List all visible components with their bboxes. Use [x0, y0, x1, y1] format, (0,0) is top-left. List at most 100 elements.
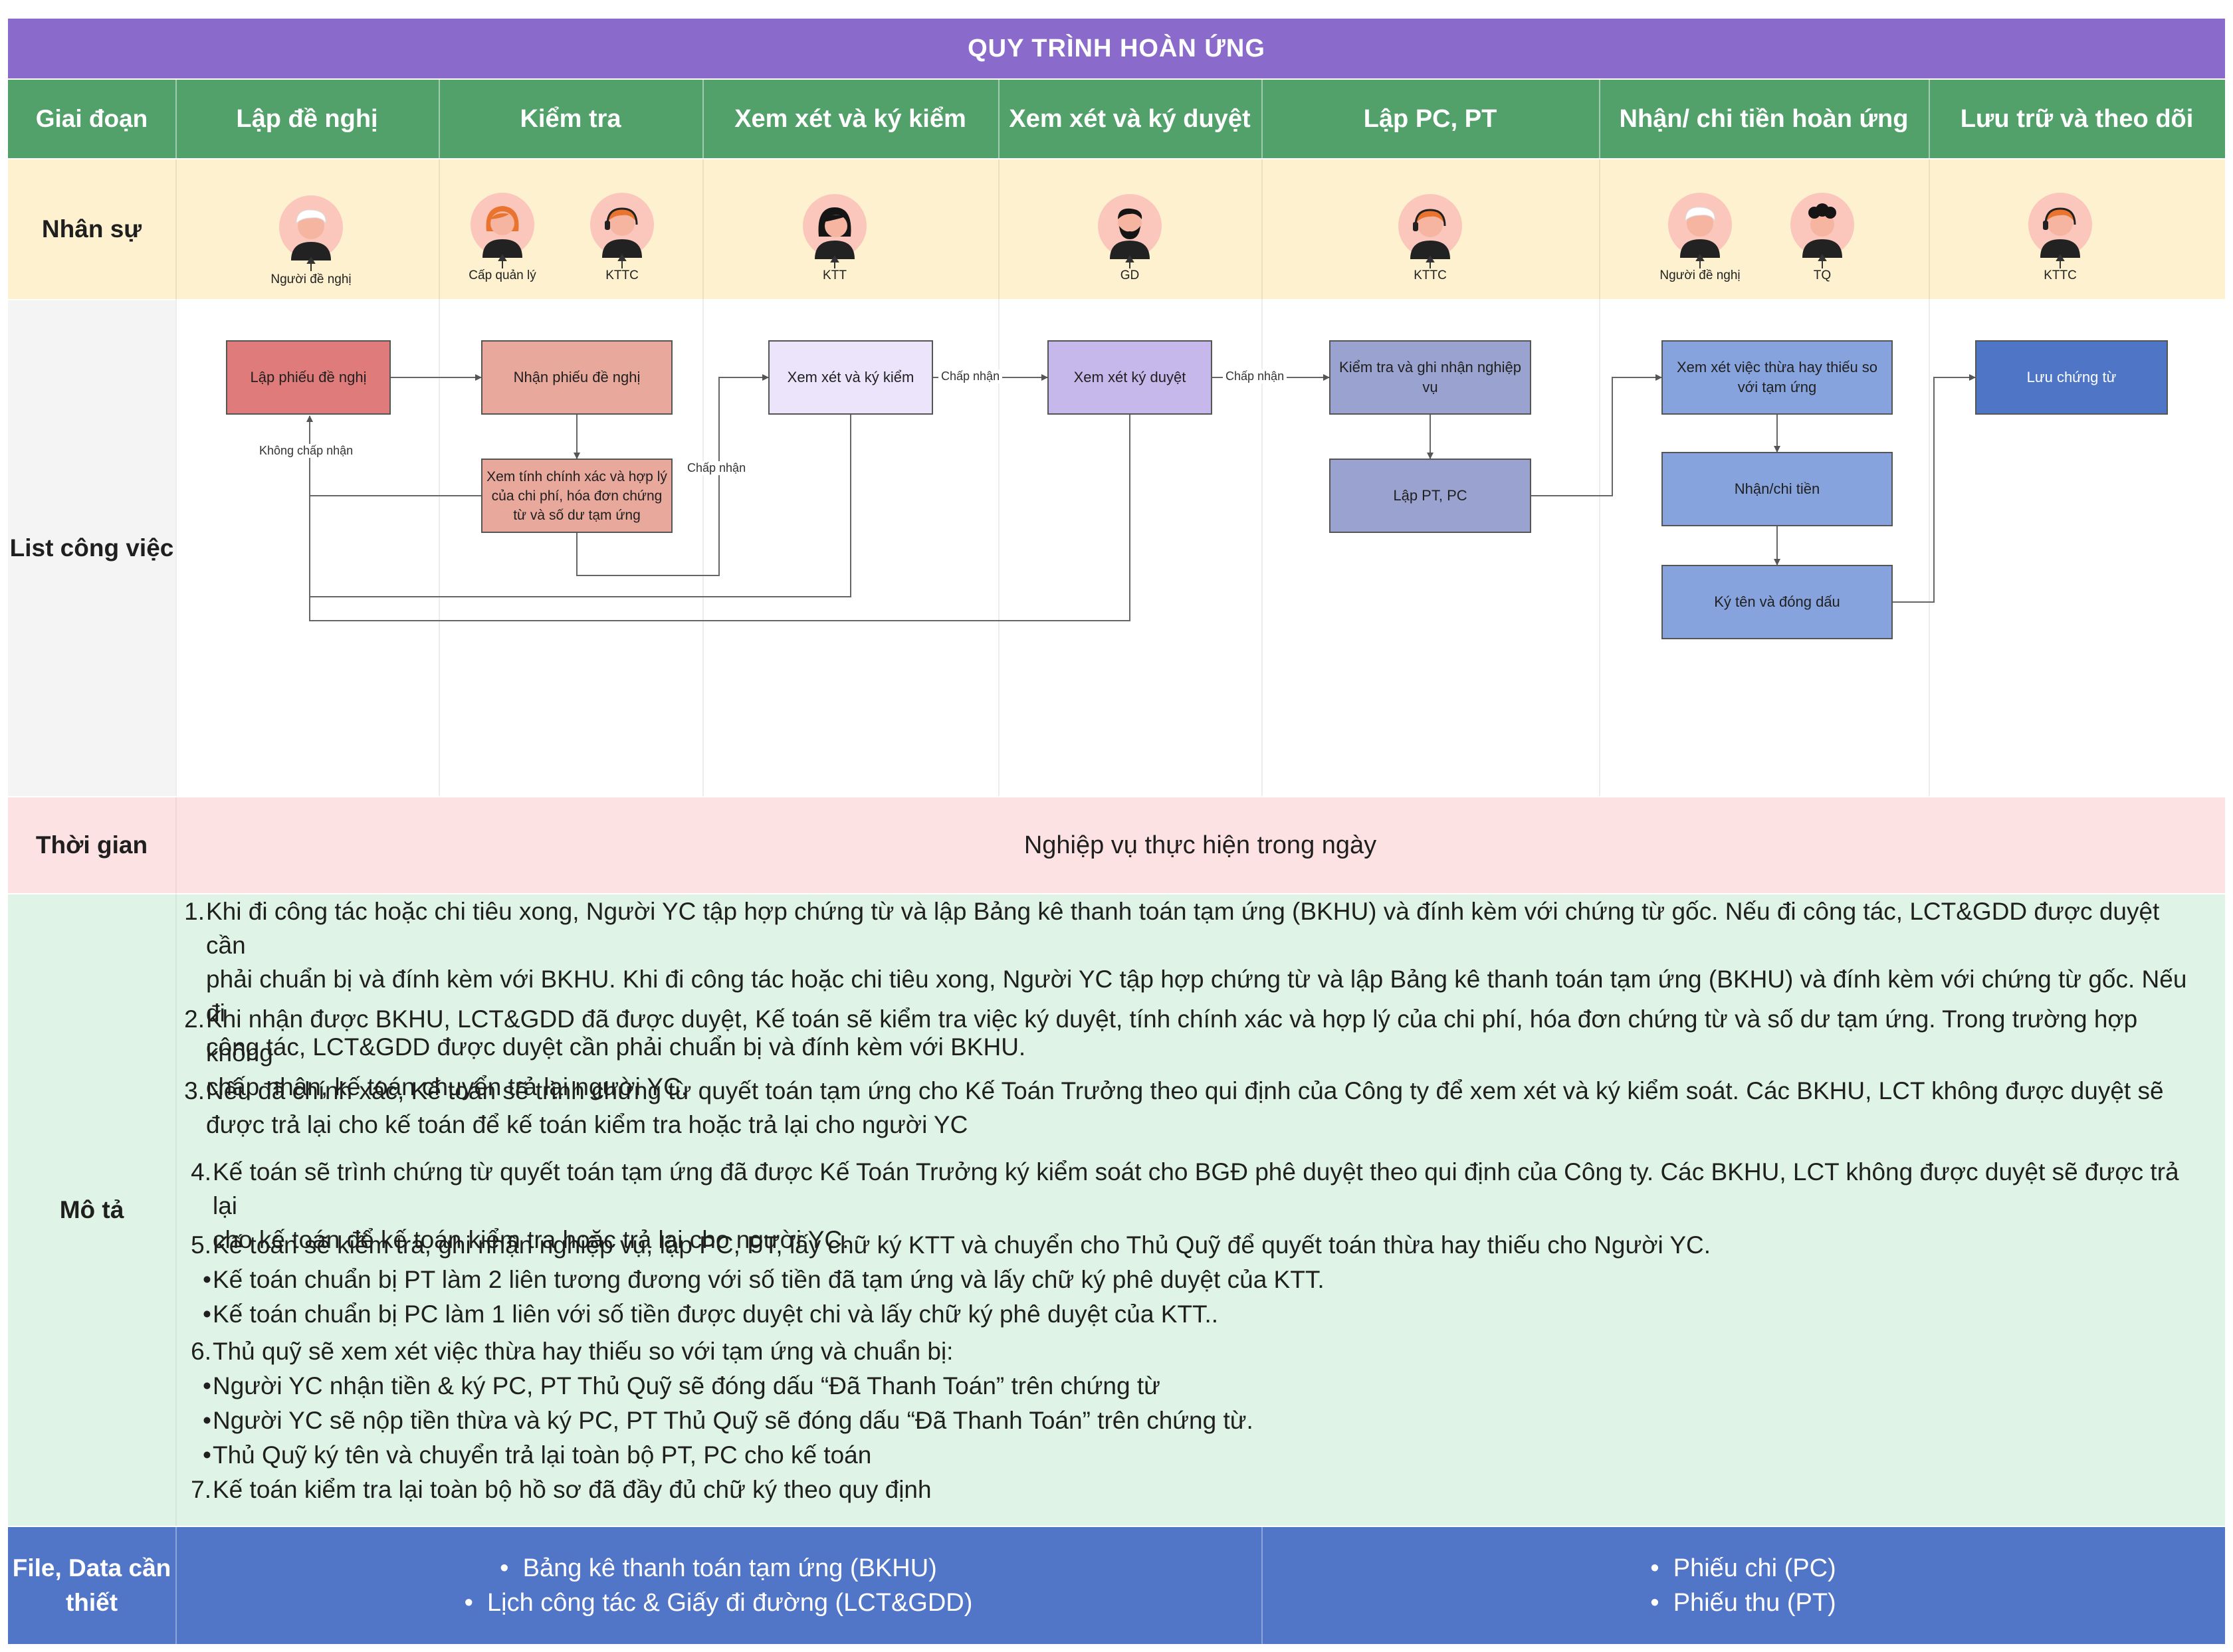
- item-marker: 4.: [191, 1158, 211, 1186]
- files-left-list: • Bảng kê thanh toán tạm ứng (BKHU) • Lị…: [175, 1527, 1261, 1644]
- item-line: Người YC nhận tiền & ký PC, PT Thủ Quỹ s…: [213, 1372, 1160, 1399]
- header-divider: [1261, 80, 1263, 158]
- item-marker: •: [203, 1441, 211, 1469]
- item-marker: 7.: [191, 1476, 211, 1503]
- stage-header-luu-tru: Lưu trữ và theo dõi: [1960, 104, 2194, 133]
- item-line: chấp nhận, kế toán chuyển trả lại người …: [206, 1073, 689, 1100]
- column-divider: [1929, 159, 1930, 796]
- stage-header-lap-pc-pt: Lập PC, PT: [1363, 104, 1497, 133]
- column-divider: [998, 159, 1000, 796]
- stage-header-xem-xet-ky-duyet: Xem xét và ký duyệt: [1009, 104, 1251, 133]
- item-marker: 2.: [184, 1005, 205, 1033]
- column-divider: [1261, 1527, 1263, 1644]
- page-title: QUY TRÌNH HOÀN ỨNG: [8, 19, 2225, 78]
- file-item-label: Bảng kê thanh toán tạm ứng (BKHU): [522, 1554, 937, 1582]
- stage-header-kiem-tra: Kiểm tra: [520, 104, 621, 133]
- row-label-staff: Nhân sự: [41, 215, 142, 243]
- person-beard-icon: [1098, 194, 1162, 259]
- row-label-time: Thời gian: [35, 831, 148, 859]
- column-divider: [175, 159, 177, 796]
- file-item-label: Phiếu chi (PC): [1673, 1554, 1836, 1582]
- item-line: Kế toán chuẩn bị PC làm 1 liên với số ti…: [213, 1300, 1219, 1328]
- column-divider: [702, 159, 704, 796]
- header-divider: [439, 80, 440, 158]
- item-line: Nếu đã chính xác, Kế toán sẽ trình chứng…: [206, 1077, 2164, 1104]
- task-nhan-chi-tien: Nhận/chi tiền: [1661, 452, 1893, 526]
- staff-role-label: KTTC: [1414, 268, 1447, 282]
- item-marker: 6.: [191, 1338, 211, 1365]
- task-kiem-tra-ghi-nhan: Kiểm tra và ghi nhận nghiệp vụ: [1329, 340, 1531, 415]
- files-row: [8, 1527, 2225, 1644]
- item-line: Khi nhận được BKHU, LCT&GDD đã được duyệ…: [206, 1005, 2138, 1067]
- description-row: [8, 894, 2225, 1526]
- person-headset-icon: [1398, 194, 1462, 259]
- item-line: Kế toán kiểm tra lại toàn bộ hồ sơ đã đầ…: [213, 1476, 932, 1503]
- description-item: 6. Thủ quỹ sẽ xem xét việc thừa hay thiế…: [178, 1334, 2205, 1368]
- item-marker: •: [203, 1300, 211, 1328]
- task-xem-xet-ky-duyet: Xem xét ký duyệt: [1047, 340, 1212, 415]
- task-luu-chung-tu: Lưu chứng từ: [1975, 340, 2168, 415]
- item-line: công tác, LCT&GDD được duyệt cần phải ch…: [206, 1033, 1026, 1061]
- item-marker: •: [203, 1372, 211, 1399]
- staff-role-label: KTTC: [605, 268, 639, 282]
- file-item: • Phiếu chi (PC): [1650, 1554, 1836, 1582]
- header-divider: [702, 80, 704, 158]
- item-line: Kế toán sẽ trình chứng từ quyết toán tạm…: [213, 1158, 2179, 1219]
- item-marker: 3.: [184, 1077, 205, 1104]
- file-item-label: Phiếu thu (PT): [1673, 1589, 1836, 1617]
- column-divider: [175, 1527, 177, 1644]
- item-line: Thủ Quỹ ký tên và chuyển trả lại toàn bộ…: [213, 1441, 872, 1469]
- item-line: Kế toán chuẩn bị PT làm 2 liên tương đươ…: [213, 1266, 1325, 1293]
- flow-label-reject: Không chấp nhận: [257, 444, 356, 458]
- description-item: • Người YC nhận tiền & ký PC, PT Thủ Quỹ…: [178, 1369, 2205, 1403]
- staff-role-label: KTTC: [2044, 268, 2077, 282]
- item-line: Kế toán sẽ kiểm tra, ghi nhận nghiệp vụ,…: [213, 1231, 1711, 1259]
- header-divider: [1929, 80, 1930, 158]
- task-nhan-phieu-de-nghi: Nhận phiếu đề nghị: [481, 340, 673, 415]
- row-label-description: Mô tả: [59, 1196, 124, 1223]
- item-marker: •: [203, 1266, 211, 1293]
- row-label-files: File, Data cần thiết: [12, 1554, 171, 1616]
- description-item: 7. Kế toán kiểm tra lại toàn bộ hồ sơ đã…: [178, 1473, 2205, 1506]
- column-divider: [439, 159, 440, 796]
- description-item: 5. Kế toán sẽ kiểm tra, ghi nhận nghiệp …: [178, 1228, 2205, 1262]
- task-xem-xet-ky-kiem: Xem xét và ký kiểm: [768, 340, 933, 415]
- item-line: cho kế toán để kế toán kiểm tra hoặc trả…: [213, 1226, 849, 1253]
- person-white-hair-icon: [279, 195, 343, 260]
- column-divider: [1261, 159, 1263, 796]
- file-item-label: Lịch công tác & Giấy đi đường (LCT&GDD): [487, 1589, 973, 1617]
- row-label-stage: Giai đoạn: [35, 105, 148, 132]
- staff-role-label: Cấp quản lý: [469, 268, 536, 282]
- person-red-hair-woman-icon: [471, 193, 534, 258]
- item-marker: 5.: [191, 1231, 211, 1259]
- description-item: • Kế toán chuẩn bị PT làm 2 liên tương đ…: [178, 1263, 2205, 1296]
- person-headset-icon: [2028, 193, 2092, 258]
- description-item: 1. Khi đi công tác hoặc chi tiêu xong, N…: [171, 894, 2198, 1064]
- person-black-hair-woman-icon: [803, 194, 867, 259]
- task-xem-tinh-chinh-xac: Xem tính chính xác và hợp lý của chi phí…: [481, 459, 673, 533]
- header-divider: [175, 80, 177, 158]
- flow-label-accept: Chấp nhận: [938, 369, 1003, 383]
- staff-role-label: Người đề nghị: [1659, 268, 1741, 282]
- task-ky-ten-dong-dau: Ký tên và đóng dấu: [1661, 565, 1893, 639]
- description-item: • Người YC sẽ nộp tiền thừa và ký PC, PT…: [178, 1403, 2205, 1437]
- item-line: Khi đi công tác hoặc chi tiêu xong, Ngườ…: [206, 898, 2160, 959]
- item-marker: •: [203, 1407, 211, 1434]
- file-item: • Lịch công tác & Giấy đi đường (LCT&GDD…: [464, 1589, 973, 1617]
- staff-role-label: TQ: [1813, 268, 1832, 282]
- task-xem-thua-thieu: Xem xét việc thừa hay thiếu so với tạm ứ…: [1661, 340, 1893, 415]
- item-marker: 1.: [184, 898, 205, 925]
- description-item: • Thủ Quỹ ký tên và chuyển trả lại toàn …: [178, 1438, 2205, 1472]
- column-divider: [175, 797, 177, 1526]
- stage-header-row: [8, 80, 2225, 158]
- task-lap-pt-pc: Lập PT, PC: [1329, 459, 1531, 533]
- row-label-tasks: List công việc: [9, 534, 174, 562]
- header-divider: [1599, 80, 1600, 158]
- description-item: • Kế toán chuẩn bị PC làm 1 liên với số …: [178, 1297, 2205, 1331]
- description-item: 3. Nếu đã chính xác, Kế toán sẽ trình ch…: [171, 1074, 2198, 1142]
- task-lap-phieu-de-nghi: Lập phiếu đề nghị: [226, 340, 391, 415]
- time-row: [8, 797, 2225, 893]
- person-headset-icon: [590, 193, 654, 258]
- column-divider: [1599, 159, 1600, 796]
